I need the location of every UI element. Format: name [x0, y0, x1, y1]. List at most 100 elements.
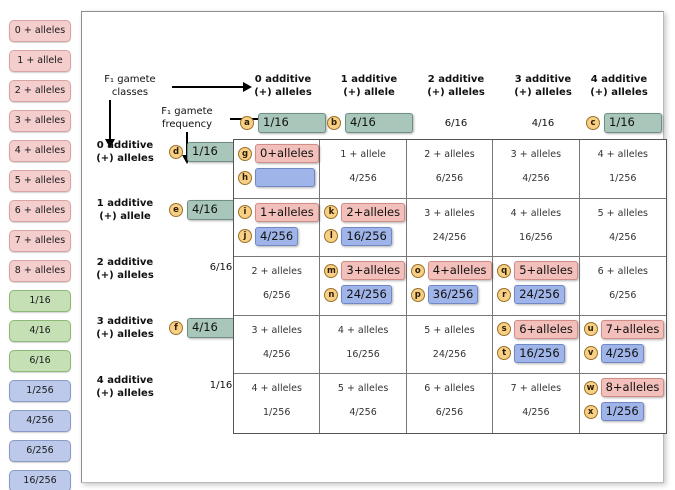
cell-genotype-r3-c0: 3 + alleles	[251, 324, 302, 336]
cell-genotype-r0-c4: 4 + alleles	[597, 149, 649, 160]
dropzone-col-freq-1[interactable]: 4/16	[345, 113, 413, 133]
column-header-4: 4 additive(+) alleles	[590, 74, 648, 98]
dropzone-frequency-r0-c0[interactable]	[255, 168, 315, 187]
row-freq-4: 1/16	[209, 380, 233, 391]
palette-chip-0[interactable]: 0 + alleles	[9, 20, 71, 42]
badge-i: i	[238, 205, 252, 220]
column-header-2: 2 additive(+) alleles	[427, 74, 485, 98]
cell-frequency-r4-c1: 4/256	[349, 407, 377, 419]
cell-frequency-r0-c3: 4/256	[522, 173, 550, 184]
palette-chip-2[interactable]: 2 + alleles	[9, 80, 71, 102]
grid-cell-r0-c4: 4 + alleles 1/256	[579, 140, 666, 199]
palette-chip-12[interactable]: 1/256	[9, 380, 71, 402]
palette-chip-3[interactable]: 3 + alleles	[9, 110, 71, 132]
dropzone-frequency-r1-c1[interactable]: 16/256	[341, 226, 392, 246]
dropzone-col-freq-4[interactable]: 1/16	[604, 113, 662, 133]
palette-chip-13[interactable]: 4/256	[9, 410, 71, 432]
dropzone-frequency-r4-c4[interactable]: 1/256	[600, 402, 644, 422]
palette-chip-5[interactable]: 5 + alleles	[9, 170, 71, 192]
dropzone-genotype-r2-c3[interactable]: 5+alleles	[514, 261, 578, 281]
cell-genotype-r4-c2: 6 + alleles	[424, 383, 475, 395]
cell-frequency-r4-c3: 4/256	[522, 407, 550, 419]
cell-genotype-r1-c4: 5 + alleles	[597, 207, 649, 219]
col-freq-2: 6/16	[444, 118, 468, 129]
column-header-1: 1 additive(+) allele	[340, 74, 398, 98]
row-header-4: 4 additive(+) alleles	[96, 375, 154, 399]
badge-e: e	[169, 203, 183, 217]
badge-m: m	[324, 263, 339, 278]
cell-frequency-r2-c0: 6/256	[263, 290, 291, 302]
dropzone-genotype-r4-c4[interactable]: 8+alleles	[600, 378, 665, 398]
grid-cell-r4-c1: 5 + alleles 4/256	[320, 374, 407, 433]
dropzone-frequency-r2-c3[interactable]: 24/256	[514, 285, 565, 305]
row-header-2: 2 additive(+) alleles	[96, 257, 154, 281]
badge-v: v	[583, 346, 598, 361]
badge-w: w	[583, 380, 598, 395]
dropzone-frequency-r3-c3[interactable]: 16/256	[514, 343, 565, 363]
badge-n: n	[324, 287, 339, 302]
col-freq-3: 4/16	[531, 118, 555, 129]
dropzone-genotype-r1-c0[interactable]: 1+alleles	[255, 202, 319, 222]
badge-o: o	[410, 263, 425, 278]
palette-chip-4[interactable]: 4 + alleles	[9, 140, 71, 162]
badge-k: k	[324, 205, 339, 220]
palette-chip-6[interactable]: 6 + alleles	[9, 200, 71, 222]
badge-d: d	[169, 145, 183, 159]
cell-frequency-r0-c4: 1/256	[609, 173, 637, 184]
cell-genotype-r4-c1: 5 + alleles	[337, 383, 389, 395]
palette-chip-7[interactable]: 7 + alleles	[9, 230, 71, 252]
palette-chip-11[interactable]: 6/16	[9, 350, 71, 372]
row-header-3: 3 additive(+) alleles	[96, 316, 154, 340]
badge-g: g	[238, 146, 252, 161]
dropzone-frequency-r1-c0[interactable]: 4/256	[255, 226, 299, 246]
cell-frequency-r0-c1: 4/256	[349, 173, 377, 184]
cell-genotype-r4-c3: 7 + alleles	[510, 383, 562, 395]
dropzone-genotype-r2-c2[interactable]: 4+alleles	[427, 261, 492, 281]
dropzone-frequency-r2-c1[interactable]: 24/256	[341, 285, 392, 305]
badge-c: c	[586, 116, 600, 130]
grid-cell-r3-c0: 3 + alleles 4/256	[234, 315, 321, 375]
badge-b: b	[327, 116, 341, 130]
badge-j: j	[238, 229, 252, 244]
dropzone-genotype-r3-c3[interactable]: 6+alleles	[514, 319, 578, 339]
palette-chip-9[interactable]: 1/16	[9, 290, 71, 312]
palette-chip-8[interactable]: 8 + alleles	[9, 260, 71, 282]
row-header-1: 1 additive(+) allele	[96, 198, 154, 222]
dropzone-frequency-r3-c4[interactable]: 4/256	[600, 343, 644, 363]
answer-chip-palette: 0 + alleles 1 + allele 2 + alleles 3 + alle…	[0, 0, 80, 490]
f1-gamete-frequency-label: F₁ gamete frequency	[161, 106, 213, 130]
cell-frequency-r3-c0: 4/256	[263, 348, 291, 360]
cell-frequency-r1-c2: 24/256	[432, 231, 467, 243]
palette-chip-15[interactable]: 16/256	[9, 470, 71, 490]
dropzone-frequency-r2-c2[interactable]: 36/256	[427, 285, 479, 305]
palette-chip-1[interactable]: 1 + allele	[9, 50, 71, 72]
dropzone-genotype-r3-c4[interactable]: 7+alleles	[600, 319, 665, 339]
row-header-0: 0 additive(+) alleles	[96, 140, 154, 164]
dropzone-genotype-r0-c0[interactable]: 0+alleles	[255, 144, 319, 163]
badge-p: p	[410, 287, 425, 302]
cell-frequency-r3-c2: 24/256	[432, 348, 467, 360]
dropzone-col-freq-0[interactable]: 1/16	[258, 113, 326, 133]
palette-chip-10[interactable]: 4/16	[9, 320, 71, 342]
column-header-3: 3 additive(+) alleles	[514, 74, 572, 98]
dropzone-genotype-r1-c1[interactable]: 2+alleles	[341, 202, 406, 222]
badge-h: h	[238, 170, 252, 185]
palette-chip-14[interactable]: 6/256	[9, 440, 71, 462]
dropzone-genotype-r2-c1[interactable]: 3+alleles	[341, 261, 406, 281]
